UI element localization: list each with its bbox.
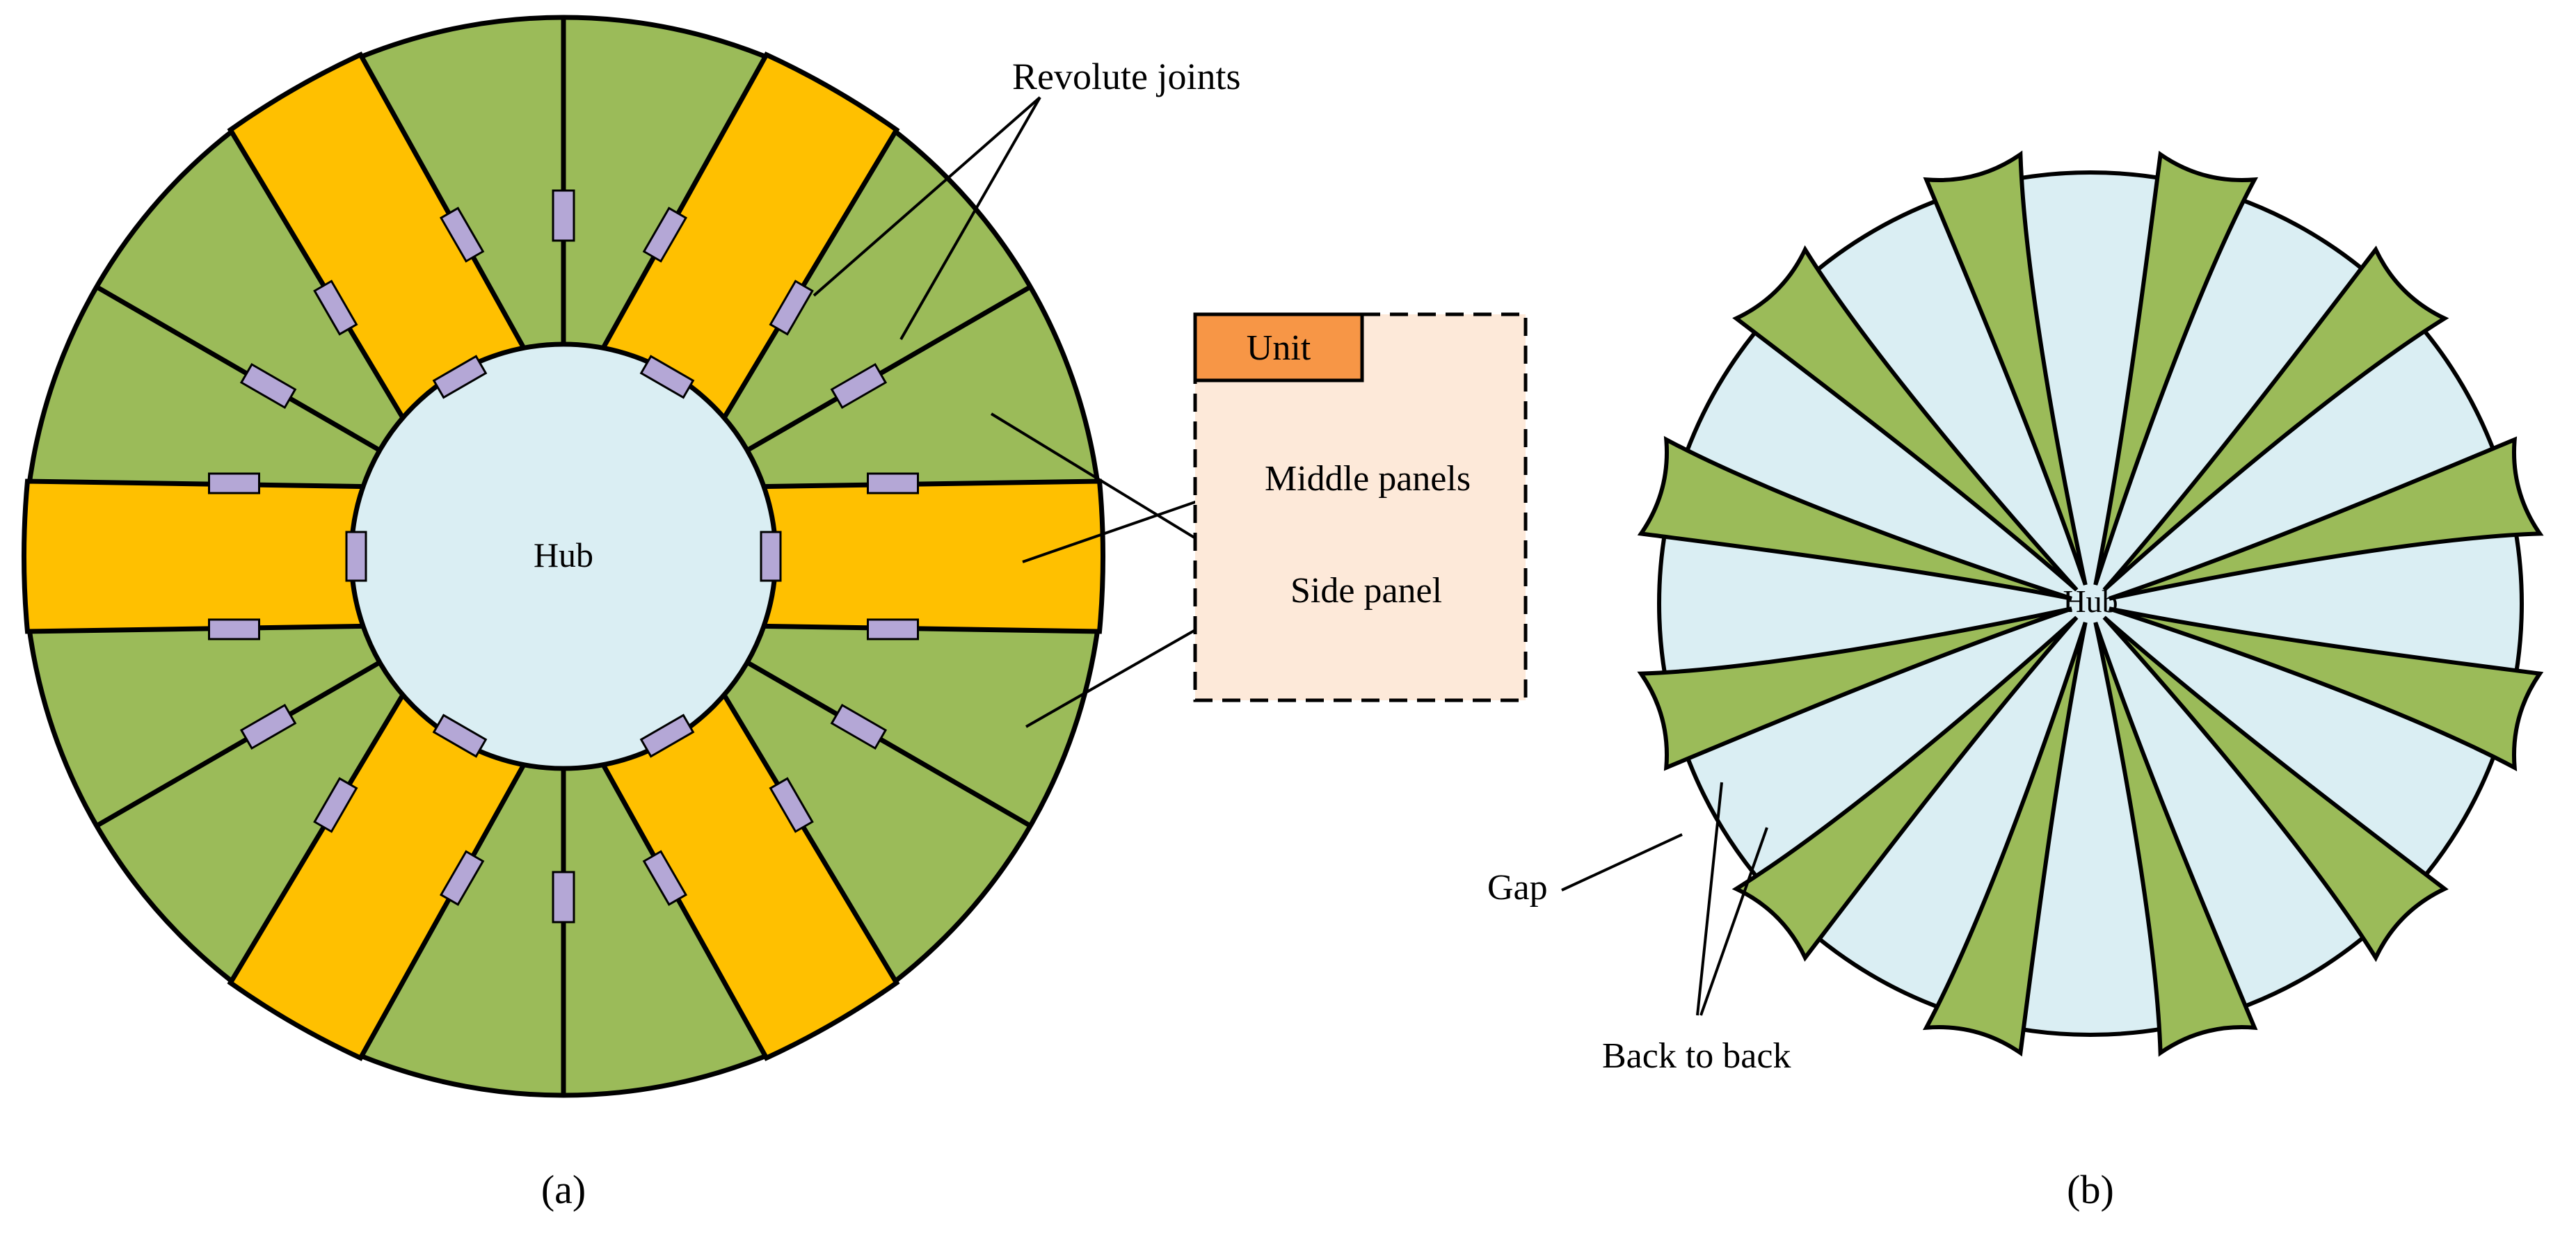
revolute-joint xyxy=(830,703,888,750)
revolute-joints-leader-1 xyxy=(813,96,1041,297)
side-panel-fold-lines xyxy=(95,17,1032,1095)
middle-panels xyxy=(22,51,1105,1061)
middle-panels-label: Middle panels xyxy=(1265,459,1471,499)
folded-panel xyxy=(2102,615,2449,962)
folded-panel xyxy=(1922,622,2088,1057)
revolute-joint xyxy=(313,280,358,336)
panel-a-unfolded-disc: Hub Revolute joints Unit Middle panels S… xyxy=(22,15,1528,1212)
revolute-joint xyxy=(867,472,920,494)
folded-panel xyxy=(1731,615,2079,962)
revolute-joint xyxy=(639,714,695,758)
revolute-joint xyxy=(830,362,888,410)
revolute-joint xyxy=(552,189,575,242)
folded-side-panels xyxy=(1637,150,2544,1057)
revolute-joints xyxy=(207,189,920,924)
folded-panel xyxy=(1923,150,2088,586)
revolute-joint xyxy=(639,355,695,399)
revolute-joints-leader-2 xyxy=(899,97,1041,340)
folded-panel xyxy=(2102,245,2449,592)
panel-b-folded-state: Hub Gap Back to back (b) xyxy=(1487,150,2544,1212)
folded-panel xyxy=(2093,622,2258,1057)
revolute-joint xyxy=(313,777,358,833)
revolute-joint xyxy=(239,703,297,750)
revolute-joint xyxy=(769,777,814,833)
revolute-joint xyxy=(642,850,688,906)
back-to-back-leader-2 xyxy=(1699,827,1768,1016)
folded-panel xyxy=(1637,606,2072,771)
side-panel-label: Side panel xyxy=(1290,571,1442,611)
folded-panel xyxy=(1732,245,2079,592)
caption-a: (a) xyxy=(541,1167,586,1212)
callout-lines-b xyxy=(1561,782,1768,1016)
caption-b: (b) xyxy=(2067,1167,2114,1212)
folded-panel xyxy=(2109,606,2544,772)
unit-label: Unit xyxy=(1247,328,1311,368)
revolute-joint xyxy=(760,531,782,582)
revolute-joints-label: Revolute joints xyxy=(1012,56,1240,97)
unit-tab xyxy=(1193,312,1364,382)
revolute-joint xyxy=(432,355,488,399)
revolute-joint xyxy=(345,531,367,582)
middle-panel xyxy=(22,478,390,634)
folded-panel xyxy=(2093,150,2259,586)
revolute-joint xyxy=(642,207,688,263)
revolute-joint xyxy=(439,207,485,263)
back-to-back-leader-1 xyxy=(1696,782,1723,1016)
revolute-joint xyxy=(867,618,920,640)
revolute-joint xyxy=(207,618,260,640)
hub-label-a: Hub xyxy=(534,535,593,574)
side-panel-fold-line xyxy=(95,658,384,828)
gap-label: Gap xyxy=(1487,868,1548,908)
revolute-joint xyxy=(207,472,260,494)
revolute-joint xyxy=(439,850,485,906)
revolute-joint xyxy=(432,714,488,758)
back-to-back-label: Back to back xyxy=(1602,1036,1791,1076)
folded-panel xyxy=(1637,435,2072,601)
side-panel-fold-line xyxy=(743,658,1032,828)
side-panel-fold-line xyxy=(95,284,384,455)
revolute-joint xyxy=(769,280,814,336)
revolute-joint xyxy=(552,871,575,924)
side-panel-fold-line xyxy=(743,284,1032,455)
gap-leader xyxy=(1561,833,1683,892)
revolute-joint xyxy=(239,362,297,410)
hub-label-b: Hub xyxy=(2063,583,2118,619)
folded-panel xyxy=(2109,436,2544,601)
middle-panel xyxy=(737,478,1105,634)
